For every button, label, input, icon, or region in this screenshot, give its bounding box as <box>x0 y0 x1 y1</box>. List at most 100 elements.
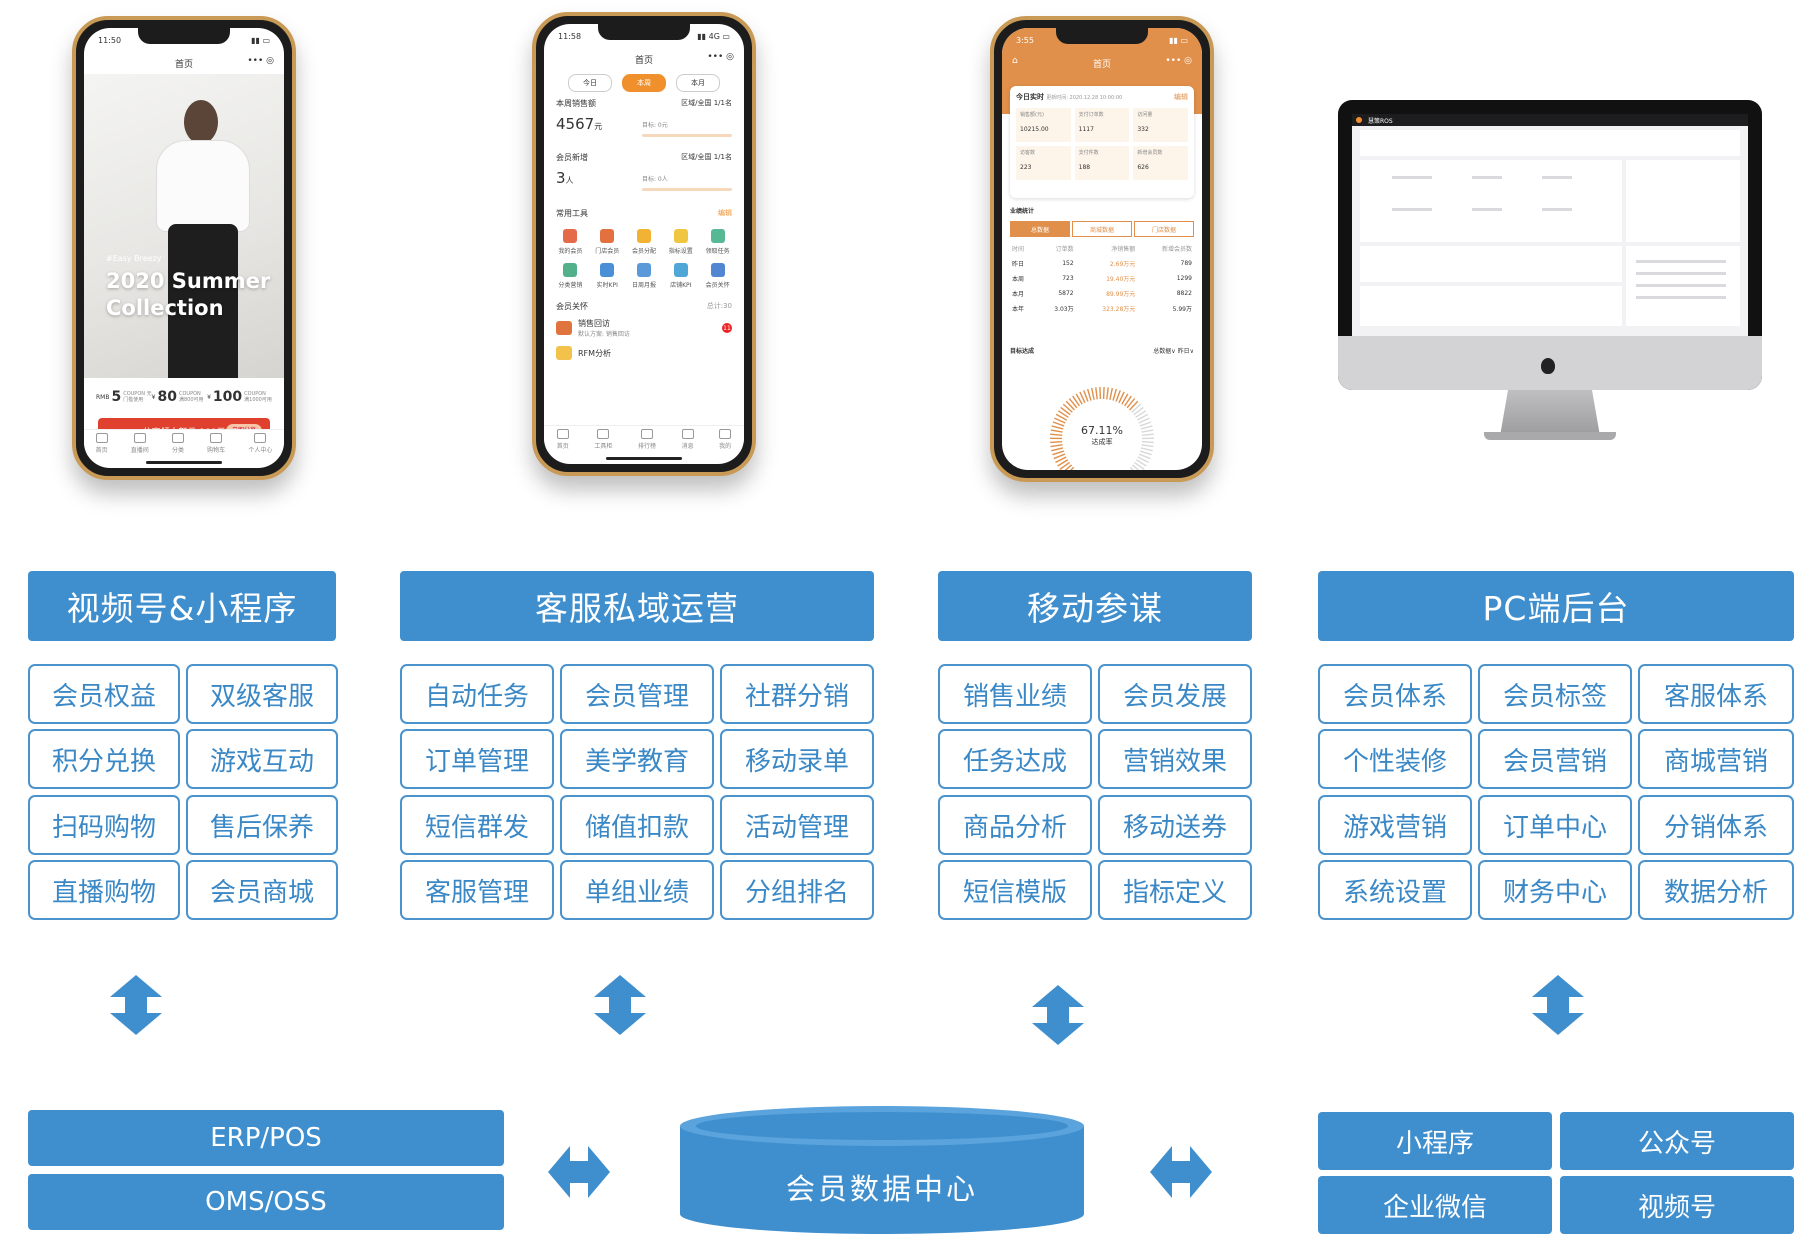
feature-box[interactable]: 积分兑换 <box>28 729 180 789</box>
tool-item[interactable]: 店铺KPI <box>662 263 699 289</box>
nav-title: 首页 <box>1092 59 1111 70</box>
tab-profile[interactable]: 个人中心 <box>248 432 272 454</box>
feature-box[interactable]: 会员管理 <box>560 664 714 724</box>
feature-box[interactable]: 指标定义 <box>1098 860 1252 920</box>
feature-box[interactable]: 订单中心 <box>1478 795 1632 855</box>
gauge-tick <box>1141 429 1154 433</box>
feature-box[interactable]: 会员营销 <box>1478 729 1632 789</box>
period-week[interactable]: 本周 <box>622 74 666 92</box>
tab-home[interactable]: 首页 <box>556 428 569 450</box>
gauge-tick <box>1050 429 1063 433</box>
feature-box[interactable]: 储值扣款 <box>560 795 714 855</box>
period-today[interactable]: 今日 <box>568 74 612 92</box>
feature-box[interactable]: 会员商城 <box>186 860 338 920</box>
care-list-item[interactable]: RFM分析 <box>544 344 744 366</box>
feature-box[interactable]: 数据分析 <box>1638 860 1794 920</box>
feature-box[interactable]: 营销效果 <box>1098 729 1252 789</box>
feature-box[interactable]: 任务达成 <box>938 729 1092 789</box>
tool-item[interactable]: 会员分配 <box>626 229 663 255</box>
stat-rank: 区域/全国 1/1名 <box>681 99 732 107</box>
tab-messages[interactable]: 消息 <box>681 428 694 450</box>
feature-box[interactable]: 直播购物 <box>28 860 180 920</box>
feature-box[interactable]: 销售业绩 <box>938 664 1092 724</box>
feature-box[interactable]: 会员标签 <box>1478 664 1632 724</box>
goal-filter[interactable]: 昨日∨ <box>1177 348 1194 355</box>
feature-box[interactable]: 售后保养 <box>186 795 338 855</box>
tab-tools[interactable]: 工具柜 <box>594 428 612 450</box>
perf-tab-total[interactable]: 总数据 <box>1010 221 1070 237</box>
tool-item[interactable]: 门店会员 <box>589 229 626 255</box>
feature-box[interactable]: 单组业绩 <box>560 860 714 920</box>
feature-box[interactable]: 活动管理 <box>720 795 874 855</box>
tab-live[interactable]: 直播间 <box>131 432 149 454</box>
tab-home[interactable]: 首页 <box>95 432 108 454</box>
feature-box[interactable]: 个性装修 <box>1318 729 1472 789</box>
tab-cart[interactable]: 购物车 <box>207 432 225 454</box>
gauge-tick <box>1051 447 1064 452</box>
feature-box[interactable]: 客服体系 <box>1638 664 1794 724</box>
tool-item[interactable]: 领取任务 <box>699 229 736 255</box>
perf-tab-mall[interactable]: 商城数据 <box>1072 221 1132 237</box>
tab-mine[interactable]: 我的 <box>719 428 731 450</box>
brand-name: 慧策ROS <box>1368 117 1393 125</box>
kpi-label: 支付件数 <box>1078 150 1099 156</box>
care-list-item[interactable]: 销售回访默认方案: 销售回访 11 <box>544 312 744 344</box>
feature-box[interactable]: 自动任务 <box>400 664 554 724</box>
marketing-icon <box>563 263 578 277</box>
feature-box[interactable]: 双级客服 <box>186 664 338 724</box>
tool-item[interactable]: 指标设置 <box>662 229 699 255</box>
tools-edit-link[interactable]: 编辑 <box>718 209 732 217</box>
feature-box[interactable]: 短信群发 <box>400 795 554 855</box>
feature-box[interactable]: 短信模版 <box>938 860 1092 920</box>
perf-title: 业绩统计 <box>1010 208 1035 215</box>
perf-tab-store[interactable]: 门店数据 <box>1134 221 1194 237</box>
feature-box[interactable]: 移动录单 <box>720 729 874 789</box>
feature-box[interactable]: 分销体系 <box>1638 795 1794 855</box>
feature-box[interactable]: 会员体系 <box>1318 664 1472 724</box>
battery-icon: ▮▮ ▭ <box>1169 35 1188 45</box>
home-indicator <box>606 457 682 460</box>
feature-box[interactable]: 商城营销 <box>1638 729 1794 789</box>
period-month[interactable]: 本月 <box>676 74 720 92</box>
feature-box[interactable]: 订单管理 <box>400 729 554 789</box>
more-options-icon[interactable]: ••• ◎ <box>1165 56 1192 66</box>
feature-box[interactable]: 社群分销 <box>720 664 874 724</box>
feature-box[interactable]: 客服管理 <box>400 860 554 920</box>
feature-box[interactable]: 系统设置 <box>1318 860 1472 920</box>
feature-box[interactable]: 移动送券 <box>1098 795 1252 855</box>
home-icon[interactable]: ⌂ <box>1012 56 1018 66</box>
feature-box[interactable]: 财务中心 <box>1478 860 1632 920</box>
tool-item[interactable]: 我的会员 <box>552 229 589 255</box>
tool-item[interactable]: 日周月报 <box>626 263 663 289</box>
tab-category[interactable]: 分类 <box>171 432 184 454</box>
gauge-tick <box>1135 459 1147 467</box>
feature-box[interactable]: 分组排名 <box>720 860 874 920</box>
more-options-icon[interactable]: ••• ◎ <box>247 56 274 66</box>
tool-item[interactable]: 分类营销 <box>552 263 589 289</box>
today-edit-link[interactable]: 编辑 <box>1174 93 1188 101</box>
feature-box[interactable]: 商品分析 <box>938 795 1092 855</box>
tab-bar: 首页 直播间 分类 购物车 个人中心 <box>84 429 284 456</box>
goal-filter[interactable]: 总数据∨ <box>1153 348 1176 355</box>
tool-item[interactable]: 实时KPI <box>589 263 626 289</box>
apple-logo-icon <box>1541 358 1555 374</box>
phone-screen: 11:50▮▮ ▭ 首页••• ◎ #Easy Breezy 2020 Summ… <box>84 28 284 468</box>
feature-box[interactable]: 游戏营销 <box>1318 795 1472 855</box>
more-options-icon[interactable]: ••• ◎ <box>707 52 734 62</box>
feature-box[interactable]: 扫码购物 <box>28 795 180 855</box>
tab-ranking[interactable]: 排行榜 <box>638 428 656 450</box>
feature-box[interactable]: 美学教育 <box>560 729 714 789</box>
category-header-pc-admin: PC端后台 <box>1318 571 1794 641</box>
feature-box[interactable]: 游戏互动 <box>186 729 338 789</box>
feature-box[interactable]: 会员权益 <box>28 664 180 724</box>
cell: 8822 <box>1176 290 1192 297</box>
tools-icon <box>597 428 610 439</box>
double-arrow-horizontal-icon <box>548 1146 610 1198</box>
tool-item[interactable]: 会员关怀 <box>699 263 736 289</box>
stat-goal: 目标: 0元 <box>642 122 668 129</box>
feature-box[interactable]: 会员发展 <box>1098 664 1252 724</box>
hero-banner[interactable]: #Easy Breezy 2020 Summer Collection <box>84 74 284 378</box>
